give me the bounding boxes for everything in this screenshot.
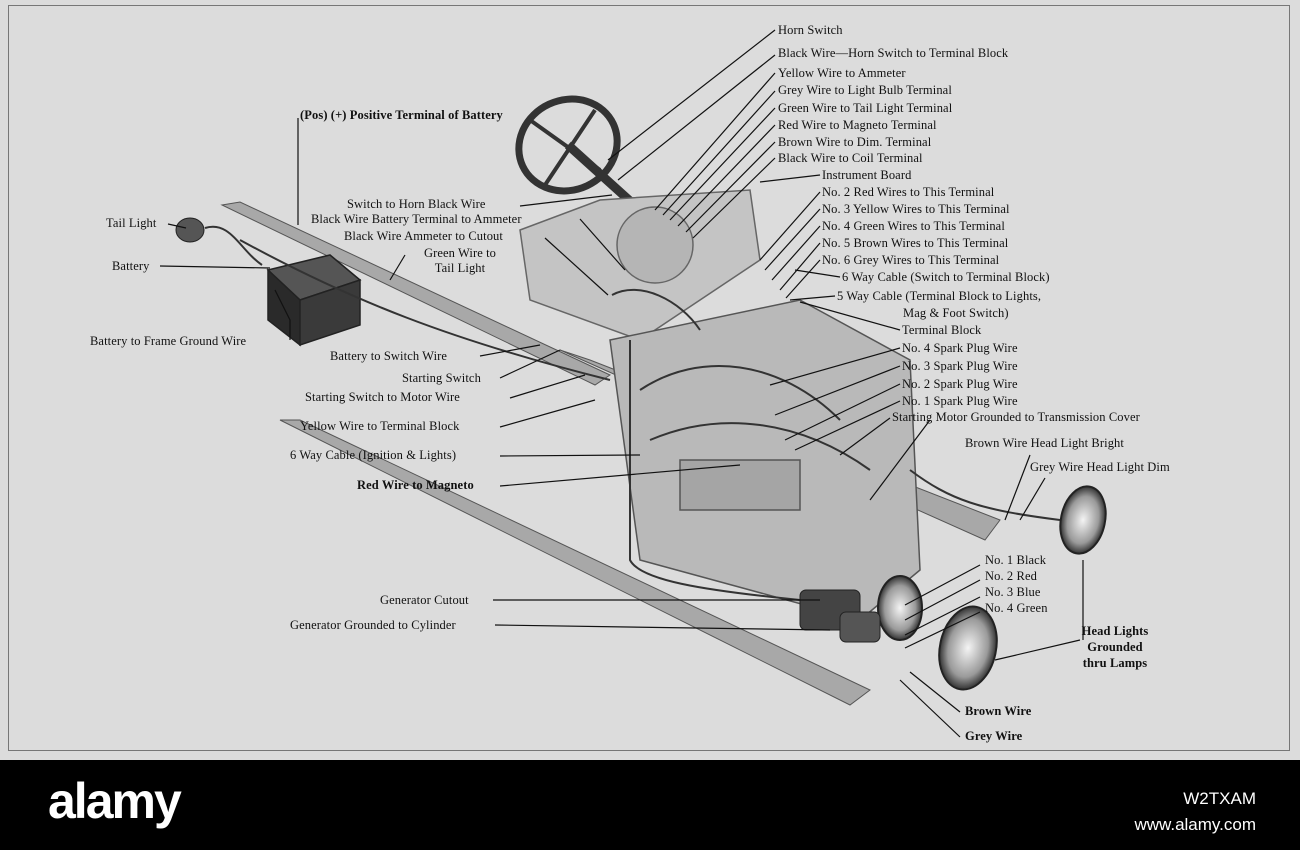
label-starting-motor-grounded: Starting Motor Grounded to Transmission … bbox=[892, 410, 1140, 424]
label-no4-green: No. 4 Green Wires to This Terminal bbox=[822, 219, 1005, 233]
leader-lines-right bbox=[607, 29, 1084, 738]
label-green-tail-1: Green Wire to bbox=[423, 246, 497, 260]
site-url: www.alamy.com bbox=[1134, 815, 1256, 834]
label-head-lights-3: thru Lamps bbox=[1082, 656, 1148, 670]
label-battery: Battery bbox=[112, 259, 150, 273]
label-starting-switch-motor: Starting Switch to Motor Wire bbox=[305, 390, 460, 404]
steering-wheel bbox=[515, 95, 644, 214]
label-terminal-block: Terminal Block bbox=[902, 323, 982, 337]
label-no6-grey: No. 6 Grey Wires to This Terminal bbox=[822, 253, 1000, 267]
label-no3-yellow: No. 3 Yellow Wires to This Terminal bbox=[822, 202, 1010, 216]
label-no1-black: No. 1 Black bbox=[985, 553, 1047, 567]
label-brown-dim: Brown Wire to Dim. Terminal bbox=[778, 135, 932, 149]
brand-logo: alamy bbox=[48, 773, 182, 829]
label-brown-wire: Brown Wire bbox=[965, 704, 1032, 718]
label-black-wire-horn: Black Wire—Horn Switch to Terminal Block bbox=[778, 46, 1009, 60]
label-grey-head-dim: Grey Wire Head Light Dim bbox=[1030, 460, 1170, 474]
label-horn-switch: Horn Switch bbox=[778, 23, 843, 37]
image-id: W2TXAM bbox=[1183, 789, 1256, 808]
diagram-plate: Horn Switch Black Wire—Horn Switch to Te… bbox=[0, 0, 1300, 760]
label-five-way-2: Mag & Foot Switch) bbox=[903, 306, 1009, 320]
label-six-way-switch: 6 Way Cable (Switch to Terminal Block) bbox=[842, 270, 1050, 284]
label-no5-brown: No. 5 Brown Wires to This Terminal bbox=[822, 236, 1009, 250]
label-head-lights-1: Head Lights bbox=[1081, 624, 1149, 638]
label-no4-green-short: No. 4 Green bbox=[985, 601, 1048, 615]
label-six-way-ignition: 6 Way Cable (Ignition & Lights) bbox=[290, 448, 457, 462]
label-spark2: No. 2 Spark Plug Wire bbox=[902, 377, 1018, 391]
leader-lines-left bbox=[159, 118, 831, 631]
engine-block bbox=[609, 299, 921, 621]
battery-illustration bbox=[266, 254, 362, 347]
label-head-lights-2: Grounded bbox=[1087, 640, 1143, 654]
label-tail-light: Tail Light bbox=[106, 216, 157, 230]
wiring-harness bbox=[239, 239, 1061, 601]
label-grey-wire: Grey Wire bbox=[965, 729, 1023, 743]
label-instrument-board: Instrument Board bbox=[822, 168, 912, 182]
label-starting-switch: Starting Switch bbox=[402, 371, 481, 385]
label-yellow-terminal-block: Yellow Wire to Terminal Block bbox=[300, 419, 460, 433]
label-pos-terminal: (Pos) (+) Positive Terminal of Battery bbox=[300, 108, 503, 122]
label-battery-switch: Battery to Switch Wire bbox=[330, 349, 448, 363]
plate-border bbox=[8, 5, 1290, 751]
headlamps-illustration bbox=[877, 485, 1107, 691]
label-black-ammeter-cutout: Black Wire Ammeter to Cutout bbox=[344, 229, 503, 243]
label-grey-light-bulb: Grey Wire to Light Bulb Terminal bbox=[778, 83, 952, 97]
label-no3-blue: No. 3 Blue bbox=[985, 585, 1041, 599]
wiring-illustration bbox=[159, 29, 1107, 738]
label-switch-horn-black: Switch to Horn Black Wire bbox=[347, 197, 486, 211]
label-spark3: No. 3 Spark Plug Wire bbox=[902, 359, 1018, 373]
label-generator-grounded: Generator Grounded to Cylinder bbox=[290, 618, 456, 632]
label-green-tail-2: Tail Light bbox=[434, 261, 486, 275]
label-black-battery-ammeter: Black Wire Battery Terminal to Ammeter bbox=[311, 212, 522, 226]
label-five-way-1: 5 Way Cable (Terminal Block to Lights, bbox=[837, 289, 1042, 303]
label-red-magneto-terminal: Red Wire to Magneto Terminal bbox=[778, 118, 937, 132]
label-spark1: No. 1 Spark Plug Wire bbox=[902, 394, 1018, 408]
label-red-magneto: Red Wire to Magneto bbox=[357, 478, 474, 492]
label-spark4: No. 4 Spark Plug Wire bbox=[902, 341, 1018, 355]
tail-light-illustration bbox=[175, 217, 263, 266]
stock-footer bbox=[0, 760, 1300, 850]
label-brown-head-bright: Brown Wire Head Light Bright bbox=[965, 436, 1124, 450]
label-no2-red-short: No. 2 Red bbox=[985, 569, 1037, 583]
label-yellow-ammeter: Yellow Wire to Ammeter bbox=[778, 66, 906, 80]
image-id-block: W2TXAM www.alamy.com bbox=[1134, 786, 1256, 838]
label-battery-frame-ground: Battery to Frame Ground Wire bbox=[90, 334, 247, 348]
label-black-coil: Black Wire to Coil Terminal bbox=[778, 151, 923, 165]
label-green-tail-light-terminal: Green Wire to Tail Light Terminal bbox=[778, 101, 953, 115]
label-no2-red: No. 2 Red Wires to This Terminal bbox=[822, 185, 995, 199]
label-generator-cutout: Generator Cutout bbox=[380, 593, 469, 607]
